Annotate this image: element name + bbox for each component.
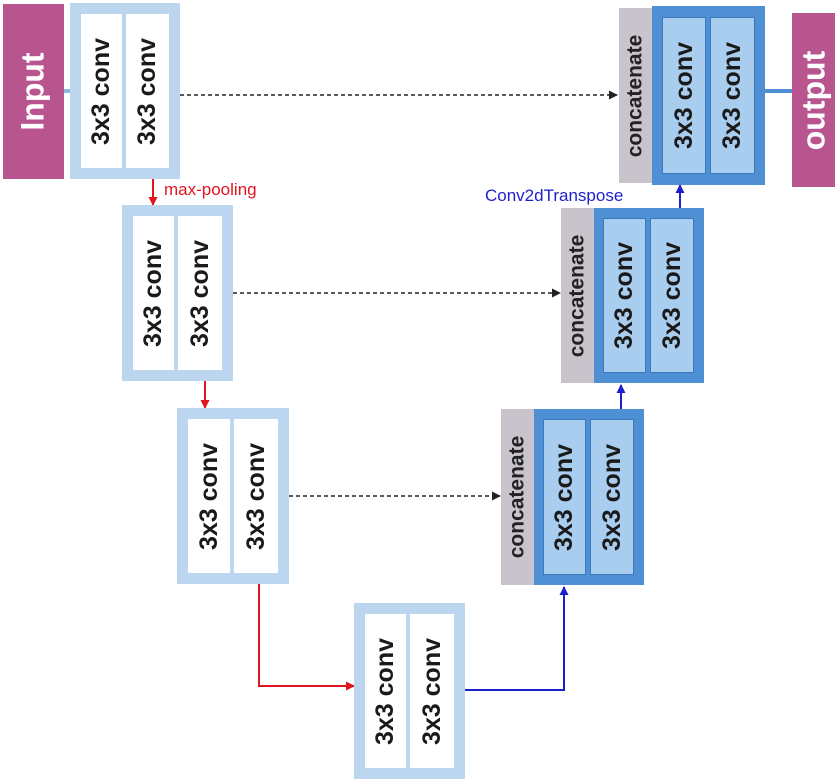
conv-cell: 3x3 conv bbox=[234, 419, 278, 573]
conv-cell: 3x3 conv bbox=[543, 419, 586, 575]
encoder-block-2: 3x3 conv 3x3 conv bbox=[122, 205, 233, 381]
conv-cell: 3x3 conv bbox=[410, 614, 454, 768]
output-block: output bbox=[792, 13, 835, 187]
decoder-block-1: 3x3 conv 3x3 conv bbox=[652, 6, 765, 185]
conv-cell: 3x3 conv bbox=[603, 218, 646, 373]
upconv-arrow-1 bbox=[465, 586, 569, 691]
input-block: Input bbox=[3, 4, 64, 179]
concatenate-block-1: concatenate bbox=[619, 8, 652, 183]
conv-cell: 3x3 conv bbox=[126, 14, 169, 168]
encoder-block-3: 3x3 conv 3x3 conv bbox=[177, 408, 289, 584]
decoder-block-2: 3x3 conv 3x3 conv bbox=[594, 208, 704, 383]
conv-cell: 3x3 conv bbox=[133, 216, 174, 370]
encoder-block-1: 3x3 conv 3x3 conv bbox=[70, 3, 180, 179]
upconv-label: Conv2dTranspose bbox=[485, 186, 624, 205]
maxpool-label: max-pooling bbox=[164, 180, 257, 199]
input-label: Input bbox=[15, 52, 51, 131]
output-label: output bbox=[795, 50, 831, 150]
decoder-block-3: 3x3 conv 3x3 conv bbox=[534, 409, 644, 585]
conv-cell: 3x3 conv bbox=[365, 614, 406, 768]
conv-cell: 3x3 conv bbox=[178, 216, 222, 370]
conv-cell: 3x3 conv bbox=[81, 14, 122, 168]
bottleneck-block: 3x3 conv 3x3 conv bbox=[354, 603, 465, 779]
conv-cell: 3x3 conv bbox=[590, 419, 634, 575]
conv-cell: 3x3 conv bbox=[710, 17, 755, 174]
conv-cell: 3x3 conv bbox=[662, 17, 706, 174]
maxpool-arrow-3 bbox=[258, 584, 355, 691]
conv-cell: 3x3 conv bbox=[650, 218, 694, 373]
concatenate-block-2: concatenate bbox=[561, 208, 594, 383]
concatenate-block-3: concatenate bbox=[501, 409, 534, 585]
conv-cell: 3x3 conv bbox=[188, 419, 230, 573]
